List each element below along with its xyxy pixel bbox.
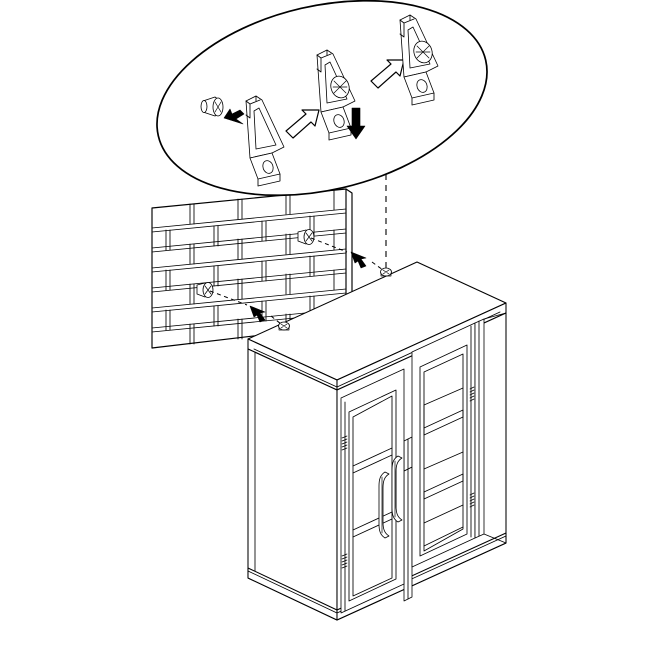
right-door-glass-interior (423, 387, 464, 547)
dashed-align-lower-a (209, 290, 248, 306)
wall-anchor-lower-left (196, 282, 214, 298)
magnified-detail-bubble (156, 0, 488, 197)
cabinet-top-bracket-left (278, 321, 290, 331)
right-door-handle[interactable] (391, 455, 403, 523)
hollow-arrow-step2-to-step3 (370, 59, 405, 89)
step2-down-arrow (346, 107, 366, 140)
hollow-arrow-step1-to-step2 (285, 109, 320, 139)
left-door-glass-panel (352, 447, 393, 538)
right-door-frame (411, 322, 476, 568)
right-door-hinges (469, 386, 475, 508)
left-door-handle[interactable] (378, 471, 390, 539)
dashed-align-upper-b (371, 261, 384, 271)
left-door-hinges (341, 435, 348, 569)
step3-screw-head (413, 40, 433, 64)
cabinet-right-stile (474, 318, 485, 539)
step1-screw (200, 96, 224, 117)
cabinet-door-right[interactable] (391, 322, 476, 568)
step1-bracket (245, 95, 285, 187)
dashed-align-upper-a (310, 237, 348, 253)
cabinet-top-bracket-right (380, 267, 392, 277)
wall-cabinet (247, 261, 507, 621)
step1-insert-arrow (223, 108, 245, 125)
cabinet-door-left[interactable] (340, 368, 405, 614)
left-door-frame (340, 368, 405, 614)
detail-step-2 (316, 49, 366, 141)
detail-step-3 (399, 14, 439, 106)
wall-anchor-upper-right (297, 229, 315, 245)
alignment-arrow-upper (350, 251, 367, 269)
alignment-arrow-lower (249, 305, 266, 323)
dashed-align-lower-b (270, 315, 282, 325)
alignment-guides (209, 152, 387, 325)
detail-step-1 (200, 95, 285, 187)
step2-screw-head (330, 75, 350, 99)
